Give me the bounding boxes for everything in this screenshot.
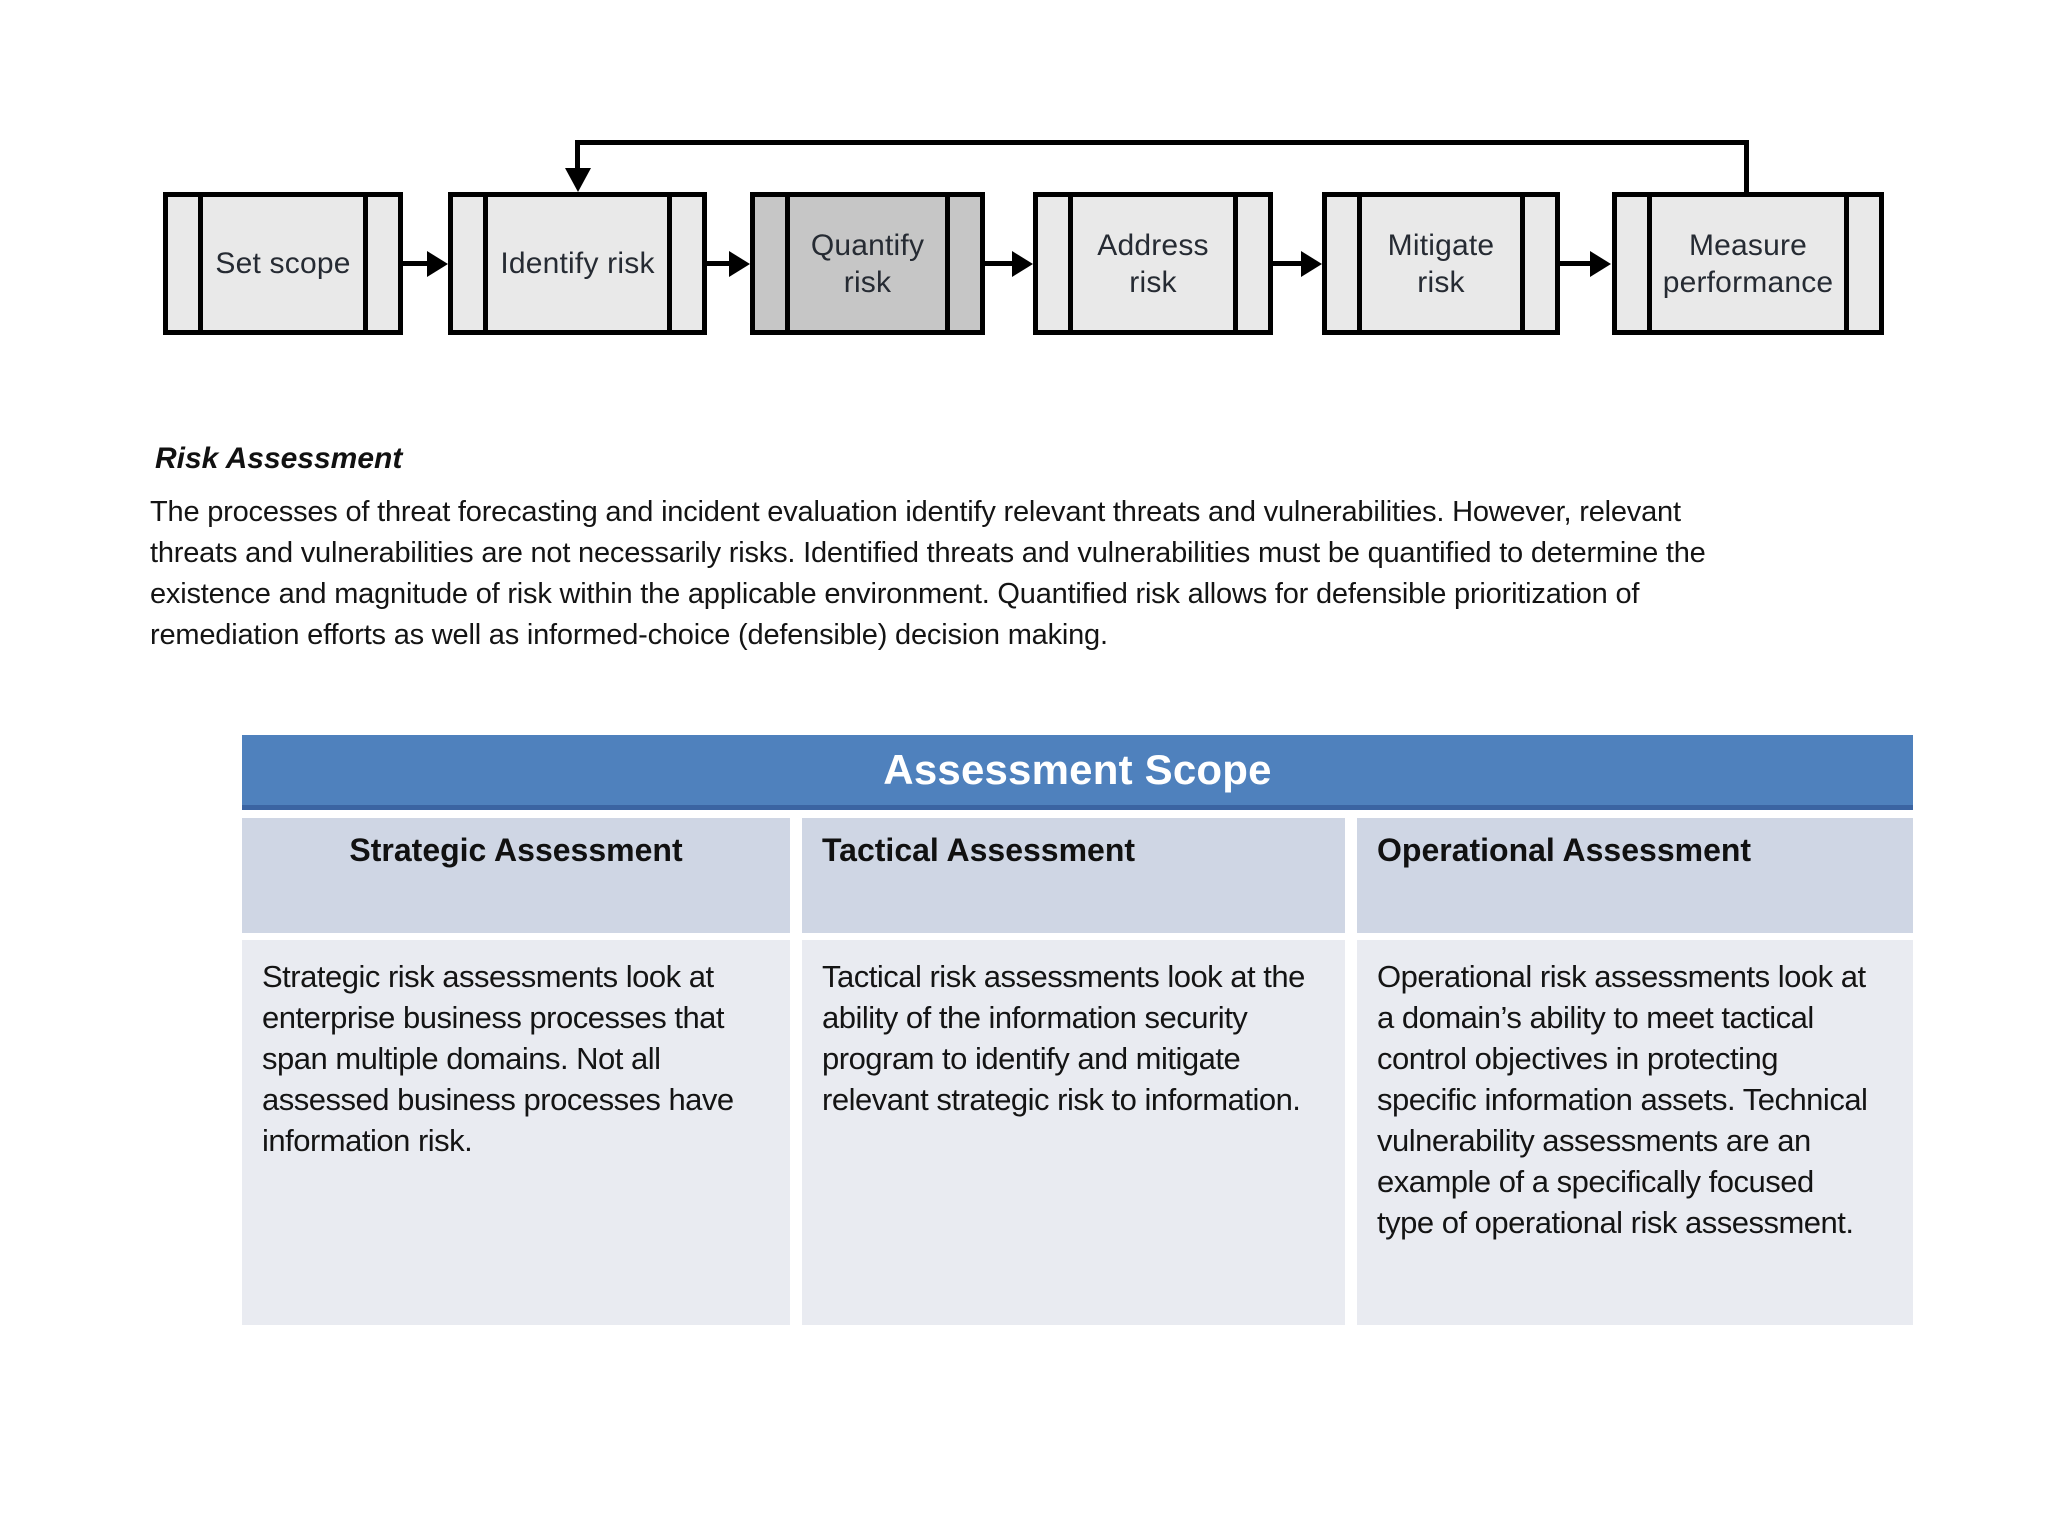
flow-step-measure-performance: Measure performance [1612, 192, 1884, 335]
flow-arrow-shaft [403, 261, 427, 266]
section-paragraph: The processes of threat forecasting and … [150, 496, 1706, 651]
feedback-arrowhead-icon [565, 168, 591, 192]
flow-step-set-scope: Set scope [163, 192, 403, 335]
flow-step-label: Set scope [215, 247, 351, 280]
assessment-scope-table: Assessment Scope Strategic Assessment Ta… [242, 735, 1913, 1325]
flow-step-label: Quantify risk [810, 228, 925, 299]
flow-step-label: Mitigate risk [1387, 228, 1495, 299]
flow-arrow-shaft [985, 261, 1012, 266]
flow-arrow-shaft [1273, 261, 1301, 266]
flow-step-quantify-risk: Quantify risk [750, 192, 985, 335]
flow-step-label: Measure performance [1662, 228, 1834, 299]
flow-arrow-shaft [1560, 261, 1590, 266]
flow-arrow-shaft [707, 261, 729, 266]
box-side-bar [667, 197, 672, 330]
flow-step-mitigate-risk: Mitigate risk [1322, 192, 1560, 335]
box-side-bar [1068, 197, 1073, 330]
flow-arrowhead-icon [1590, 251, 1611, 277]
box-side-bar [945, 197, 950, 330]
flow-step-identify-risk: Identify risk [448, 192, 707, 335]
column-body-strategic: Strategic risk assessments look at enter… [242, 940, 790, 1325]
table-title-band: Assessment Scope [242, 735, 1913, 810]
section-heading: Risk Assessment [155, 442, 403, 475]
flow-arrowhead-icon [1301, 251, 1322, 277]
box-side-bar [483, 197, 488, 330]
flow-step-label: Identify risk [500, 247, 655, 280]
box-side-bar [363, 197, 368, 330]
flow-step-address-risk: Address risk [1033, 192, 1273, 335]
box-side-bar [1357, 197, 1362, 330]
feedback-line-left-vertical [575, 140, 580, 172]
flow-arrowhead-icon [427, 251, 448, 277]
flow-arrowhead-icon [1012, 251, 1033, 277]
column-body-operational: Operational risk assessments look at a d… [1357, 940, 1913, 1325]
box-side-bar [198, 197, 203, 330]
column-body-tactical: Tactical risk assessments look at the ab… [802, 940, 1345, 1325]
process-flowchart: Set scope Identify risk Quantify risk Ad… [0, 0, 2048, 380]
box-side-bar [1520, 197, 1525, 330]
table-grid: Strategic Assessment Tactical Assessment… [242, 818, 1913, 1325]
box-side-bar [1647, 197, 1652, 330]
box-side-bar [1844, 197, 1849, 330]
flow-step-label: Address risk [1097, 228, 1209, 299]
feedback-line-right-vertical [1744, 140, 1749, 192]
column-header-strategic: Strategic Assessment [242, 818, 790, 933]
box-side-bar [1233, 197, 1238, 330]
column-header-tactical: Tactical Assessment [802, 818, 1345, 933]
feedback-line-horizontal [575, 140, 1749, 145]
box-side-bar [785, 197, 790, 330]
table-title: Assessment Scope [883, 746, 1272, 793]
column-header-operational: Operational Assessment [1357, 818, 1913, 933]
flow-arrowhead-icon [729, 251, 750, 277]
